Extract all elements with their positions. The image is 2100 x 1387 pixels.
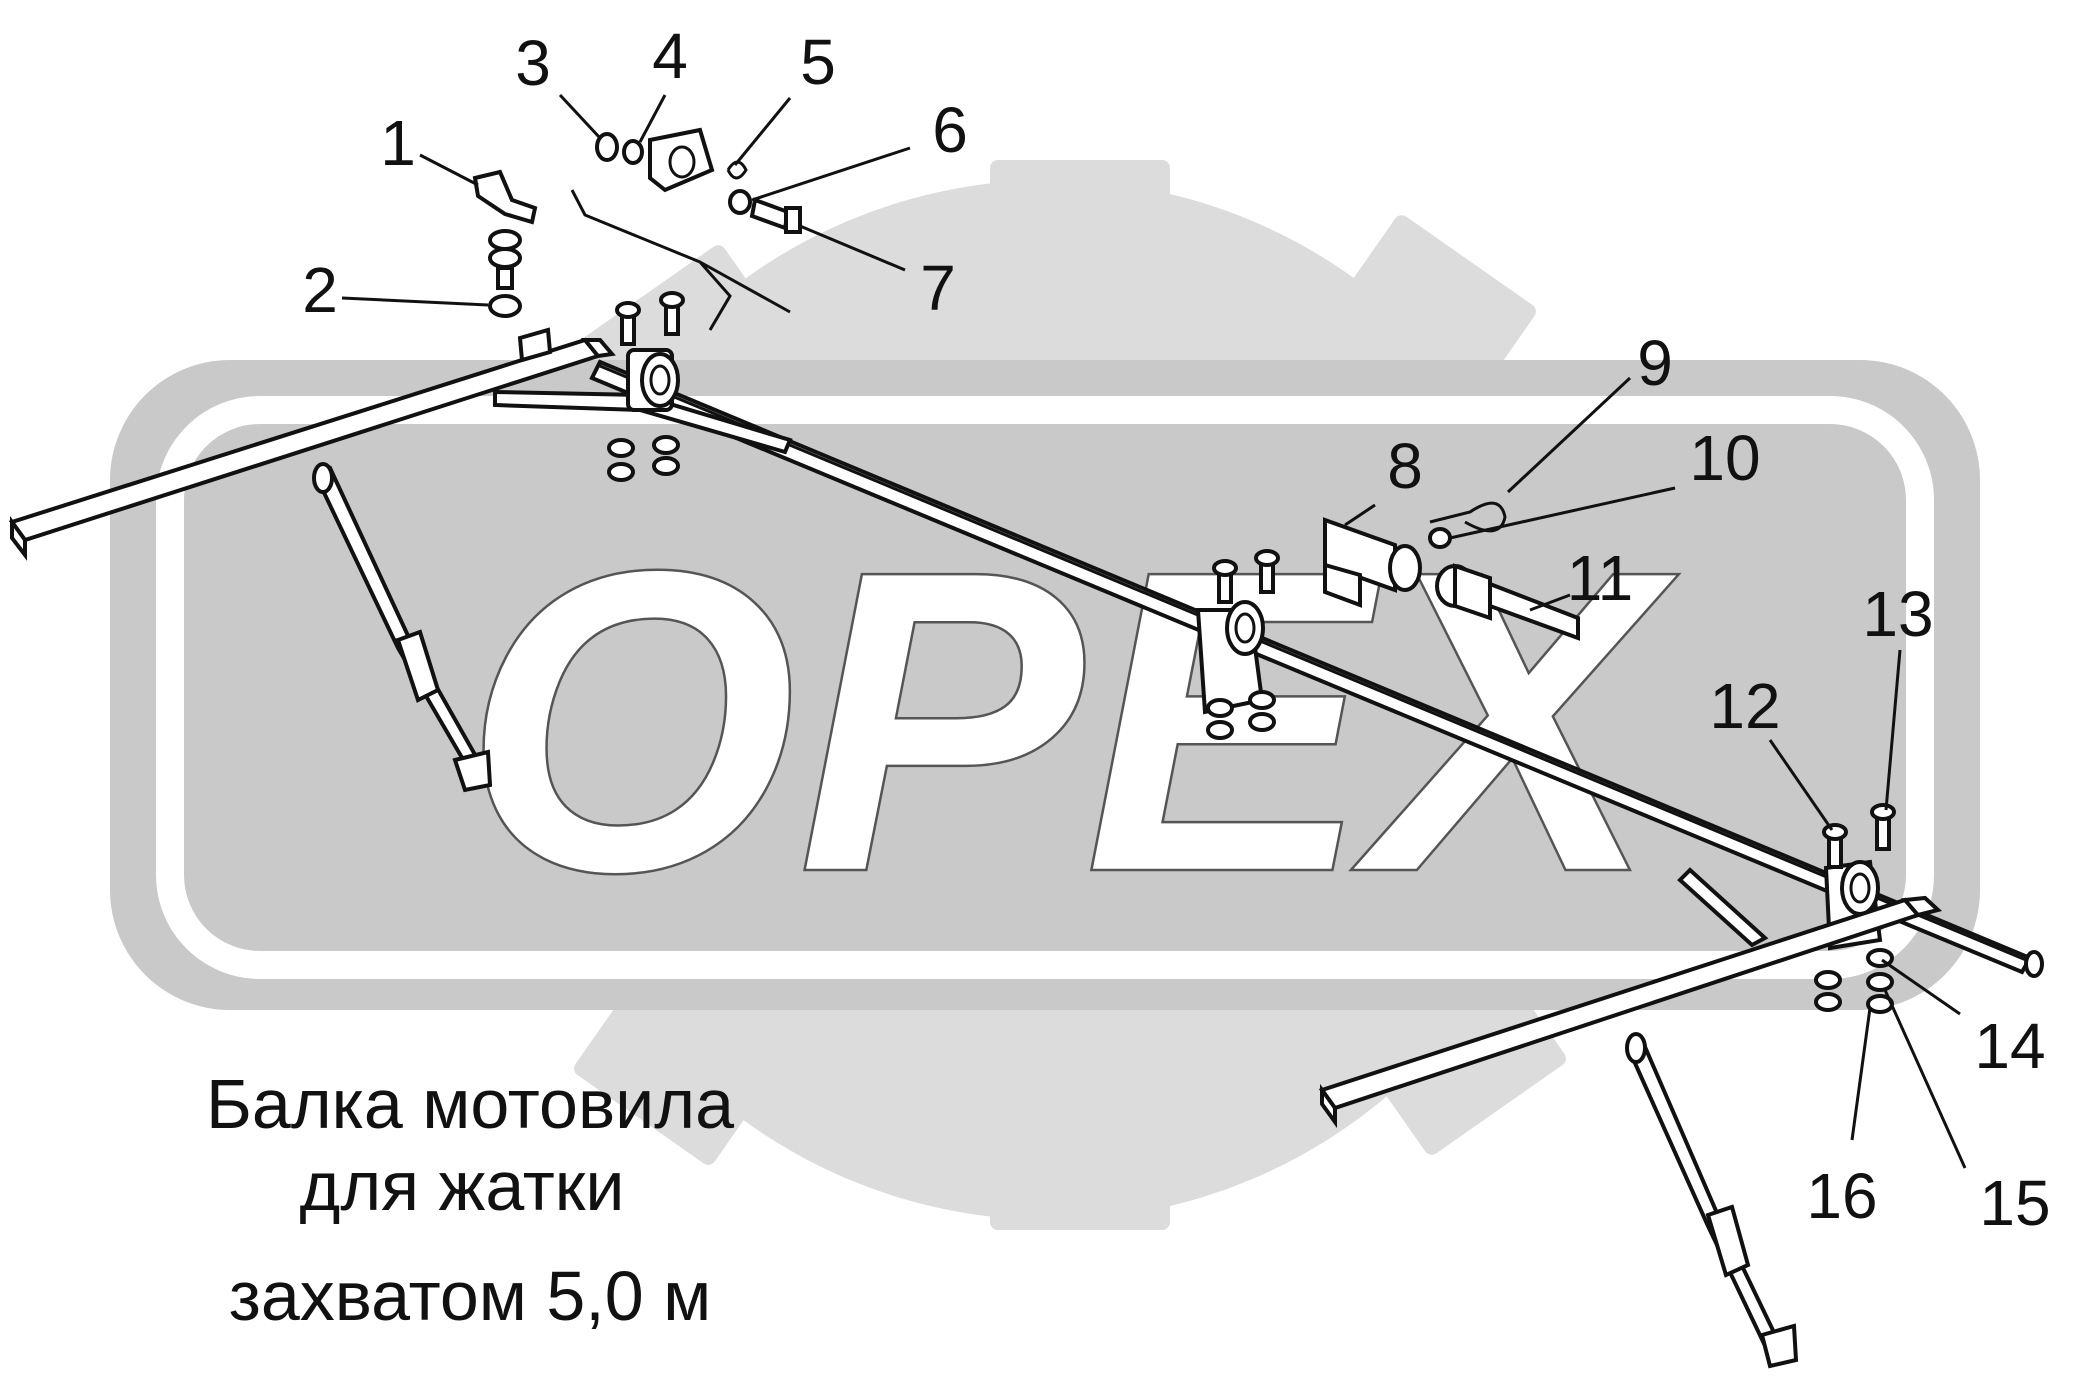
callout-numbers: 1 2 3 4 5 6 7 8 9 10 11 12 13 14 15 16 — [302, 20, 2050, 1239]
callout-3: 3 — [515, 27, 551, 99]
title-line-2: для жатки — [299, 1147, 624, 1225]
right-crossbar — [1318, 895, 1943, 1129]
part-1-bracket — [472, 169, 538, 225]
callout-7: 7 — [920, 252, 956, 324]
part-11-shaft — [1435, 563, 1580, 641]
leader-lines — [341, 93, 1967, 1169]
callout-11: 11 — [1567, 542, 1633, 614]
callout-14: 14 — [1974, 1010, 2045, 1082]
callout-4: 4 — [652, 20, 688, 92]
title-line-3: захватом 5,0 м — [229, 1257, 711, 1335]
left-bearing-housing — [626, 348, 680, 412]
hardware-parts — [472, 127, 1896, 1014]
callout-16: 16 — [1806, 1160, 1877, 1232]
left-hanging-rod — [312, 462, 493, 793]
diagram-title: Балка мотовила для жатки захватом 5,0 м — [206, 1065, 734, 1335]
callout-9: 9 — [1637, 327, 1673, 399]
callout-6: 6 — [932, 94, 968, 166]
callout-12: 12 — [1709, 670, 1780, 742]
callout-10: 10 — [1689, 422, 1760, 494]
callout-1: 1 — [380, 107, 416, 179]
callout-8: 8 — [1387, 430, 1423, 502]
part-8-clamp — [1323, 517, 1397, 593]
left-crossbar — [8, 327, 616, 561]
callout-13: 13 — [1862, 578, 1933, 650]
reel-beam-tube — [589, 359, 2044, 978]
title-line-1: Балка мотовила — [206, 1065, 734, 1143]
callout-2: 2 — [302, 254, 338, 326]
callout-15: 15 — [1979, 1167, 2050, 1239]
watermark-logo: OPEX — [110, 160, 1980, 1230]
right-hanging-rod — [1625, 1032, 1799, 1369]
callout-5: 5 — [800, 26, 836, 98]
watermark-text: OPEX — [463, 482, 1680, 962]
